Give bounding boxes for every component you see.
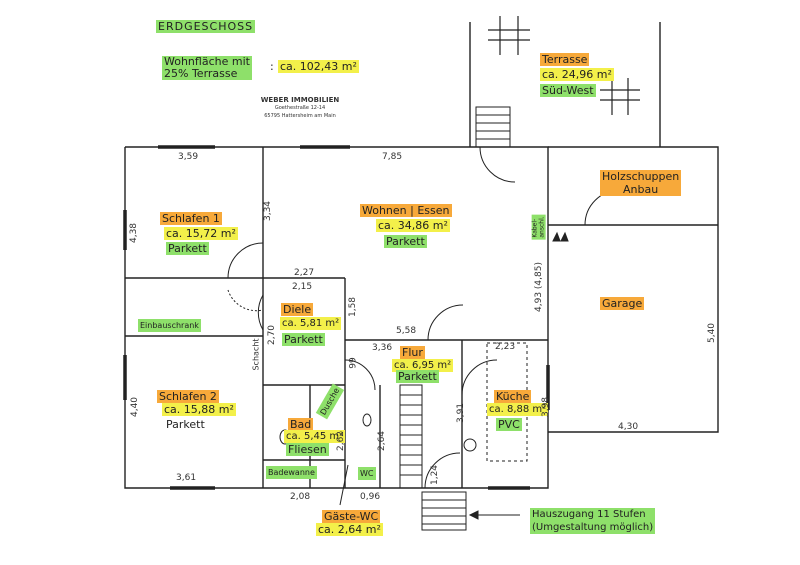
room-schlafen1-name: Schlafen 1	[160, 212, 222, 225]
room-schlafen1-floor: Parkett	[166, 242, 209, 255]
room-diele-area: ca. 5,81 m²	[280, 317, 342, 330]
fixture-kabel: Kabel- anschl.	[531, 214, 546, 240]
dim-124: 1,24	[430, 464, 441, 486]
dim-334: 3,34	[263, 200, 274, 222]
fixture-schacht: Schacht	[251, 338, 261, 371]
dim-359: 3,59	[178, 152, 199, 162]
dim-262: 2,62	[336, 430, 347, 452]
living-area-value: ca. 102,43 m²	[278, 60, 359, 73]
room-bad-name: Bad	[288, 418, 314, 431]
dim-264: 2,64	[377, 430, 388, 452]
room-terrasse-area: ca. 24,96 m²	[540, 68, 614, 81]
dim-785: 7,85	[382, 152, 403, 162]
dim-361: 3,61	[176, 473, 197, 483]
room-bad-floor: Fliesen	[286, 443, 329, 456]
agency-name: WEBER IMMOBILIEN	[260, 96, 340, 104]
garage-wall	[548, 146, 719, 433]
agency-logo: WEBER IMMOBILIEN Goethestraße 12-14 6579…	[250, 96, 350, 120]
room-schlafen2-floor: Parkett	[166, 418, 205, 431]
dim-223: 2,23	[495, 342, 516, 352]
dim-270: 2,70	[267, 324, 278, 346]
living-area-colon: :	[270, 60, 274, 73]
note-hauszugang: Hauszugang 11 Stufen (Umgestaltung mögli…	[530, 508, 656, 534]
room-wohnen-floor: Parkett	[384, 235, 427, 248]
dim-391: 3,91	[456, 402, 467, 424]
room-schlafen2-name: Schlafen 2	[157, 390, 219, 403]
dim-540: 5,40	[707, 322, 718, 344]
room-bad-area: ca. 5,45 m²	[284, 430, 346, 443]
dim-208: 2,08	[290, 492, 311, 502]
dim-558: 5,58	[396, 326, 417, 336]
room-kueche-floor: PVC	[496, 418, 522, 431]
room-terrasse-name: Terrasse	[540, 53, 590, 66]
dim-158: 1,58	[348, 296, 359, 318]
dim-438: 4,38	[129, 222, 140, 244]
fixture-wc: WC	[358, 467, 376, 480]
room-flur-floor: Parkett	[396, 370, 439, 383]
room-diele-name: Diele	[281, 303, 314, 316]
agency-city: 65795 Hattersheim am Main	[264, 113, 336, 119]
dim-440: 4,40	[130, 396, 141, 418]
dim-398: 3,98	[541, 396, 552, 418]
room-schlafen2-area: ca. 15,88 m²	[162, 403, 236, 416]
room-diele-floor: Parkett	[282, 333, 325, 346]
dim-493: 4,93 (4,85)	[533, 262, 544, 312]
dim-99: 99	[348, 357, 359, 369]
room-gaeste-wc-name: Gäste-WC	[322, 510, 381, 523]
dim-430: 4,30	[618, 422, 639, 432]
dim-215: 2,15	[292, 282, 313, 292]
room-kueche-area: ca. 8,88 m²	[487, 403, 549, 416]
room-holzschuppen-name: Holzschuppen Anbau	[600, 170, 682, 196]
room-wohnen-name: Wohnen | Essen	[360, 204, 452, 217]
room-flur-name: Flur	[400, 346, 425, 359]
room-garage-name: Garage	[600, 297, 645, 310]
dim-227: 2,27	[294, 268, 315, 278]
room-gaeste-wc-area: ca. 2,64 m²	[316, 523, 383, 536]
fixture-einbauschrank: Einbauschrank	[138, 319, 201, 332]
room-wohnen-area: ca. 34,86 m²	[376, 219, 450, 232]
room-terrasse-orientation: Süd-West	[540, 84, 596, 97]
room-flur-area: ca. 6,95 m²	[392, 359, 454, 372]
dim-336: 3,36	[372, 343, 393, 353]
floor-title: ERDGESCHOSS	[156, 20, 256, 33]
living-area-label: Wohnfläche mit 25% Terrasse	[162, 55, 252, 80]
room-schlafen1-area: ca. 15,72 m²	[164, 227, 238, 240]
fixture-badewanne: Badewanne	[266, 466, 317, 479]
agency-street: Goethestraße 12-14	[274, 105, 326, 111]
room-kueche-name: Küche	[494, 390, 532, 403]
dim-096: 0,96	[360, 492, 381, 502]
